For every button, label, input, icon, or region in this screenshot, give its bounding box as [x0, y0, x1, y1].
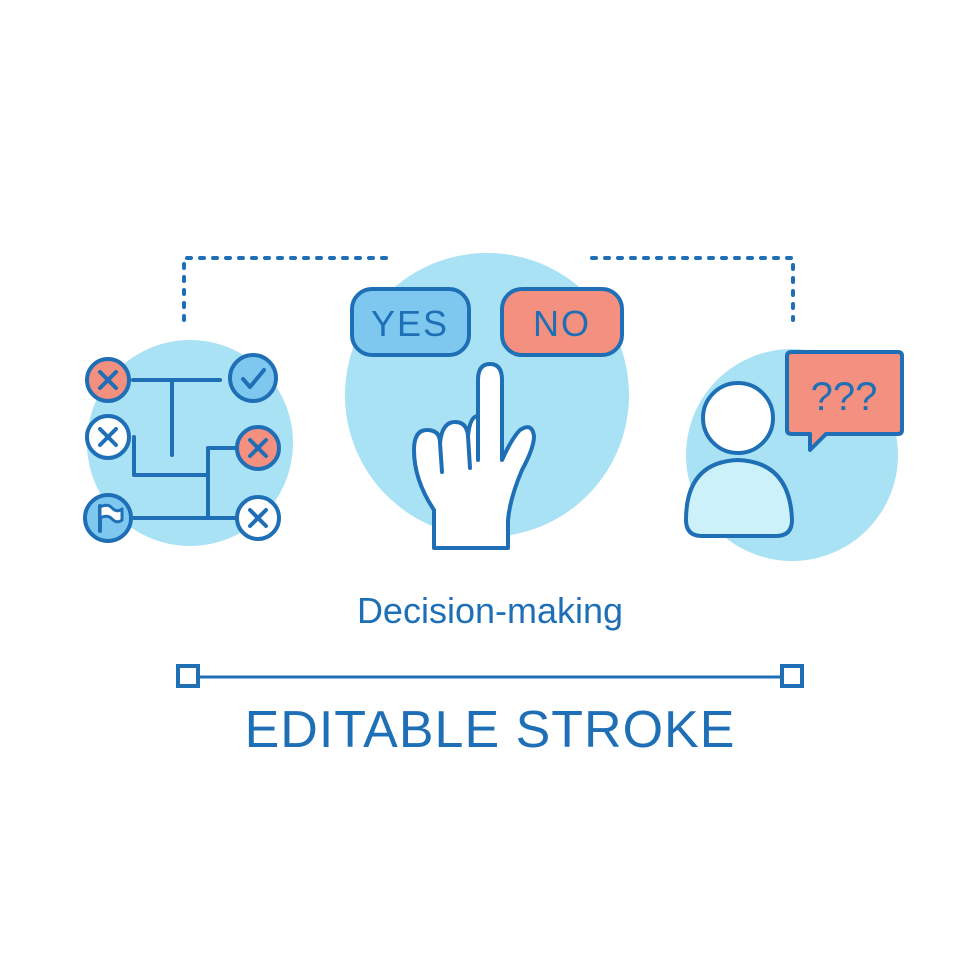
person-icon — [684, 381, 794, 538]
cross-icon — [85, 414, 131, 460]
yes-button[interactable]: YES — [350, 287, 471, 357]
no-button-label: NO — [533, 303, 591, 344]
check-icon — [228, 353, 278, 403]
line-handle-left — [176, 664, 200, 688]
flag-icon — [83, 493, 133, 543]
dotted-connector-left — [182, 256, 392, 322]
maze-icon — [83, 353, 281, 543]
line-handle-right — [780, 664, 804, 688]
title-caption: Decision-making — [356, 590, 624, 631]
editable-stroke-line — [176, 664, 804, 688]
no-button[interactable]: NO — [500, 287, 624, 357]
pointing-hand-icon — [412, 362, 536, 550]
dotted-connector-right — [590, 256, 795, 322]
yes-button-label: YES — [371, 303, 449, 344]
cross-icon — [235, 495, 281, 541]
subtitle-caption: EDITABLE STROKE — [244, 701, 736, 759]
cross-icon — [235, 425, 281, 471]
cross-icon — [85, 357, 131, 403]
question-marks: ??? — [811, 375, 878, 419]
speech-bubble-icon: ??? — [785, 350, 904, 452]
